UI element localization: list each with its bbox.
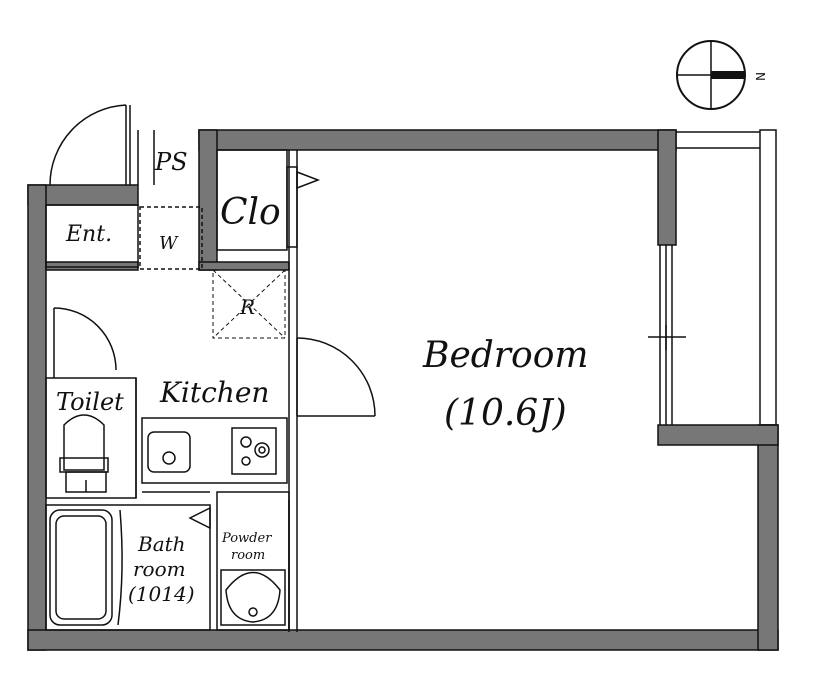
sink-icon (147, 431, 191, 473)
kitchen-label: Kitchen (159, 376, 269, 409)
bath-label-line1: Bath (137, 532, 186, 556)
fridge-space (212, 269, 286, 339)
stove-icon (231, 427, 277, 475)
compass-icon: N (676, 40, 767, 110)
toilet-icon (59, 414, 109, 493)
washbasin-icon (220, 500, 290, 630)
entrance-door (49, 104, 155, 186)
outer-walls (27, 129, 779, 651)
washer-label: W (159, 233, 179, 254)
powder-label-line1: Powder (221, 531, 272, 546)
balcony (648, 129, 777, 426)
compass-north-label: N (753, 72, 767, 81)
bathtub-icon (49, 509, 123, 626)
powder-label-line2: room (231, 548, 265, 563)
fridge-label: R (239, 295, 255, 319)
bath-label-line3: (1014) (128, 582, 195, 606)
toilet-label: Toilet (56, 388, 124, 416)
closet-label: Clo (220, 192, 281, 233)
bedroom-label: Bedroom (422, 335, 589, 376)
bath-label-line2: room (133, 557, 186, 581)
washer-space (139, 206, 203, 270)
ps-label: PS (154, 148, 188, 176)
entrance-label: Ent. (65, 222, 112, 247)
bedroom-size-label: (10.6J) (444, 393, 567, 434)
